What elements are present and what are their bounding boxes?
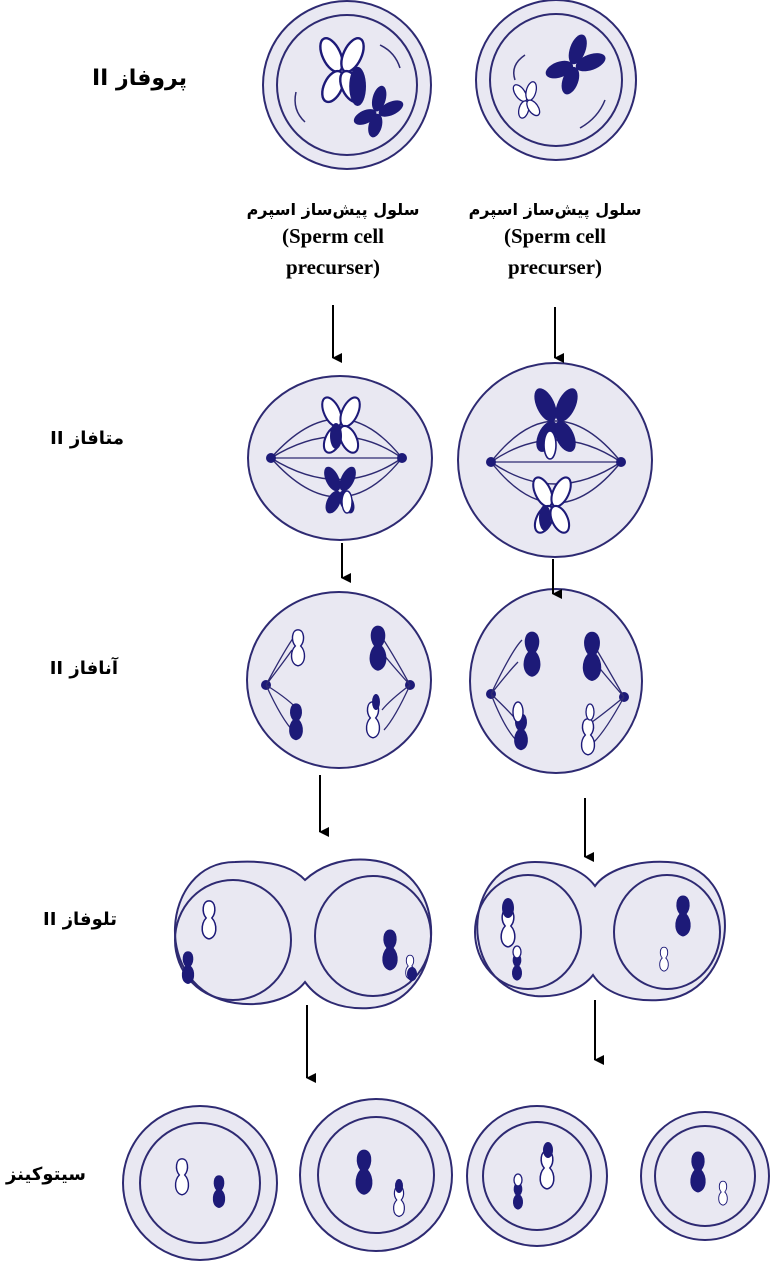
caption-left-fa: سلول پیش‌ساز اسپرم bbox=[233, 200, 433, 219]
cytokinesis-cell-1 bbox=[123, 1106, 277, 1260]
telophase-cell-right bbox=[475, 862, 725, 1000]
caption-left: سلول پیش‌ساز اسپرم (Sperm cell precurser… bbox=[233, 200, 433, 281]
metaphase-cell-right bbox=[458, 363, 652, 557]
caption-left-en-1: (Sperm cell bbox=[233, 223, 433, 250]
telophase-cell-left bbox=[175, 860, 431, 1009]
cytokinesis-cell-2 bbox=[300, 1099, 452, 1251]
stage-label-cytokinesis: سیتوکینز bbox=[6, 1164, 86, 1185]
caption-right-fa: سلول پیش‌ساز اسپرم bbox=[455, 200, 655, 219]
prophase-cell-left bbox=[263, 1, 431, 169]
caption-right-en-1: (Sperm cell bbox=[455, 223, 655, 250]
prophase-cell-right bbox=[476, 0, 636, 160]
stage-label-telophase: تلوفاز II bbox=[43, 909, 117, 930]
caption-right: سلول پیش‌ساز اسپرم (Sperm cell precurser… bbox=[455, 200, 655, 281]
caption-left-en-2: precurser) bbox=[233, 254, 433, 281]
stage-label-anaphase: آنافاز II bbox=[50, 658, 118, 679]
cytokinesis-cell-4 bbox=[641, 1112, 769, 1240]
cytokinesis-cell-3 bbox=[467, 1106, 607, 1246]
caption-right-en-2: precurser) bbox=[455, 254, 655, 281]
anaphase-cell-right bbox=[470, 589, 642, 773]
stage-label-metaphase: متافاز II bbox=[50, 428, 124, 449]
stage-label-prophase: پروفاز II bbox=[92, 66, 187, 91]
anaphase-cell-left bbox=[247, 592, 431, 768]
metaphase-cell-left bbox=[248, 376, 432, 540]
